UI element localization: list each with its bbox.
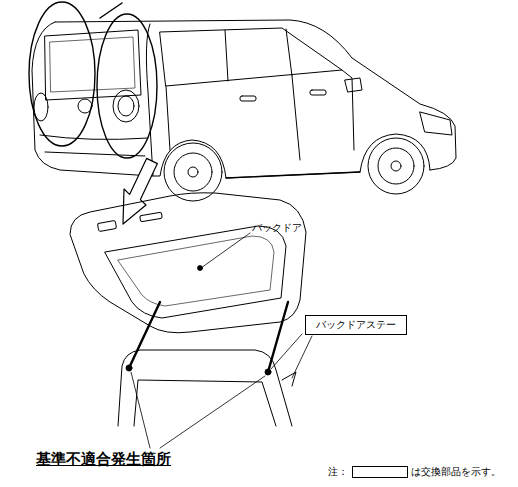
part-label: バックドア bbox=[252, 222, 302, 234]
note-label: 注： bbox=[328, 466, 348, 478]
part-box: バックドアステー bbox=[305, 315, 407, 335]
back-door-illustration bbox=[70, 193, 306, 426]
label-text: バックドア bbox=[252, 222, 302, 233]
callout-ellipse bbox=[97, 14, 157, 158]
leader-line bbox=[131, 233, 312, 448]
box-text: バックドアステー bbox=[316, 319, 396, 331]
callout-ellipse bbox=[29, 2, 95, 146]
location-label: 基準不適合発生箇所 bbox=[36, 450, 171, 468]
label-text: 基準不適合発生箇所 bbox=[36, 450, 171, 468]
label-text: 注： bbox=[328, 466, 348, 477]
legend-sample bbox=[352, 466, 408, 478]
legend-text: は交換部品を示す。 bbox=[411, 465, 501, 479]
car-illustration bbox=[32, 3, 456, 201]
legend-row: は交換部品を示す。 bbox=[352, 465, 501, 479]
